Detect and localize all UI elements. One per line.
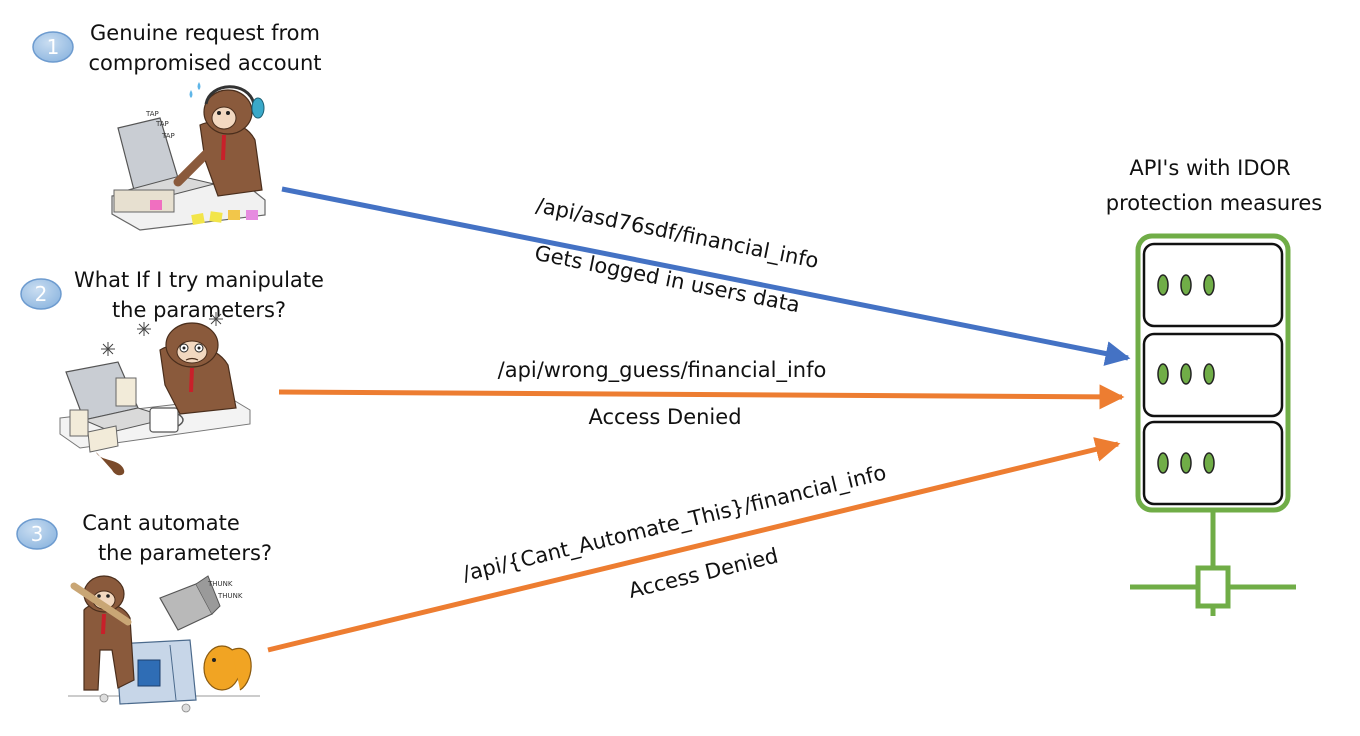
monkey-typing-icon: TAP TAP TAP: [111, 82, 266, 231]
step-badge: [32, 31, 74, 63]
response-label: Access Denied: [588, 405, 741, 429]
step-caption-line2: compromised account: [88, 51, 321, 75]
step-number: 2: [35, 282, 48, 306]
server-title-line1: API's with IDOR: [1129, 156, 1290, 180]
onomatopoeia-text: TAP: [155, 120, 169, 128]
server-title-line2: protection measures: [1106, 191, 1322, 215]
step-caption-line2: the parameters?: [112, 298, 286, 322]
step-3: 3 Cant automate the parameters?: [16, 437, 1121, 713]
step-number: 3: [31, 522, 44, 546]
step-caption-line2: the parameters?: [98, 541, 272, 565]
monkey-confused-icon: [59, 312, 251, 476]
server-rack-icon: [1130, 233, 1296, 616]
step-caption-line1: What If I try manipulate: [74, 268, 324, 292]
onomatopoeia-text: TAP: [161, 132, 175, 140]
step-badge: [20, 278, 62, 310]
onomatopoeia-text: THUNK: [207, 580, 233, 588]
onomatopoeia-text: THUNK: [217, 592, 243, 600]
api-server: API's with IDOR protection measures: [1106, 156, 1322, 616]
onomatopoeia-text: TAP: [145, 110, 159, 118]
request-arrow: [281, 186, 1131, 366]
step-caption-line1: Cant automate: [82, 511, 240, 535]
response-label: Access Denied: [626, 544, 780, 603]
monkey-smashing-icon: THUNK THUNK: [68, 575, 260, 713]
step-caption-line1: Genuine request from: [90, 21, 320, 45]
request-arrow: [278, 384, 1125, 410]
request-path-label: /api/wrong_guess/financial_info: [498, 358, 827, 383]
step-2: 2 What If I try manipulate the parameter…: [20, 268, 1125, 476]
step-number: 1: [47, 35, 60, 59]
request-arrow: [267, 437, 1121, 653]
step-badge: [16, 518, 58, 550]
